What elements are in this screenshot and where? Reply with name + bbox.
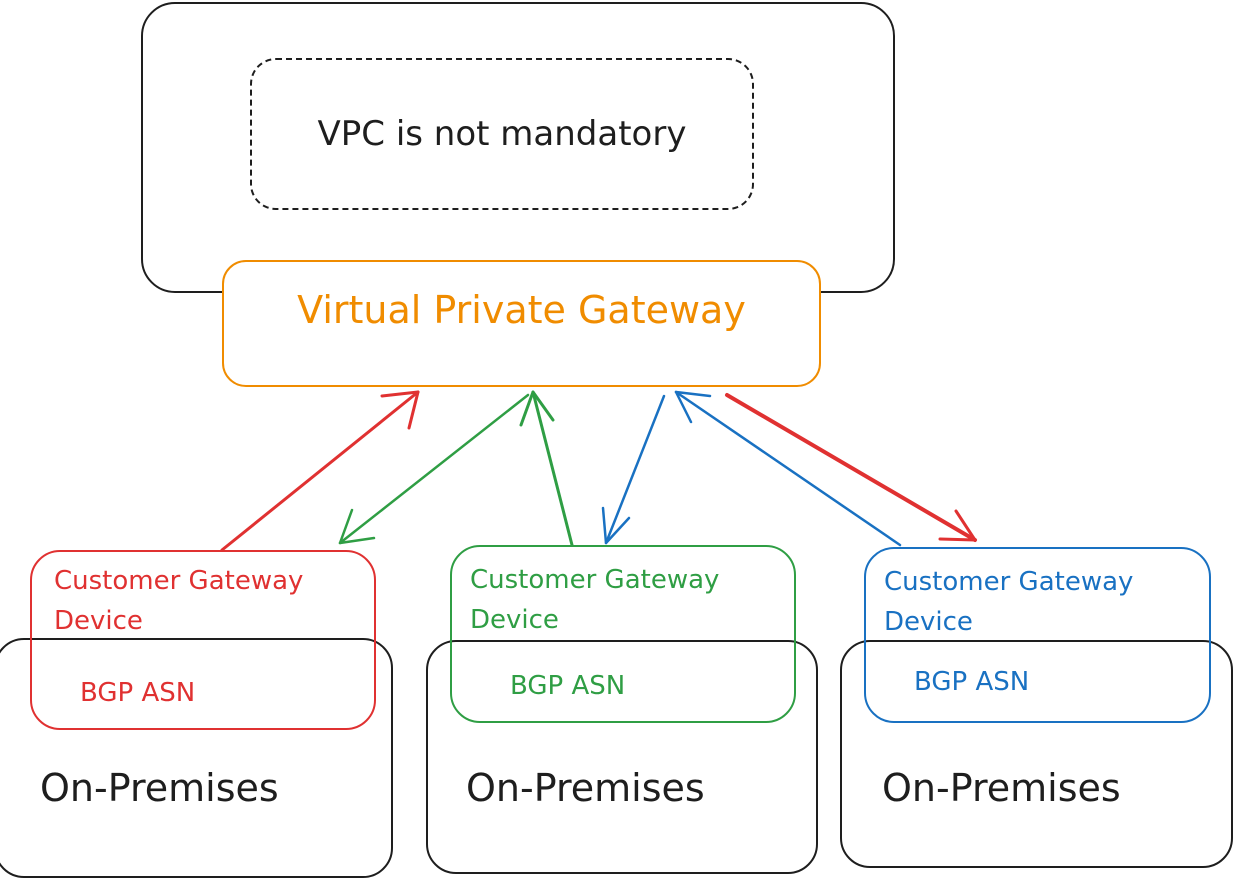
arrow-blue-to-gateway-head xyxy=(674,390,712,424)
arrow-blue-to-customer-2-head xyxy=(601,506,631,545)
customer-gateway-label-2: Customer Gateway Device xyxy=(470,565,720,635)
customer-gateway-box-1 xyxy=(30,550,376,730)
bgp-asn-label-3: BGP ASN xyxy=(914,667,1030,697)
arrow-red-to-customer-3 xyxy=(725,393,977,542)
customer-gateway-label-1: Customer Gateway Device xyxy=(54,566,304,636)
on-premises-box-3 xyxy=(840,640,1233,868)
customer-gateway-label-3: Customer Gateway Device xyxy=(884,567,1134,637)
arrow-red-to-gateway-head xyxy=(380,390,420,430)
on-premises-label-3: On-Premises xyxy=(882,766,1121,810)
bgp-asn-label-1: BGP ASN xyxy=(80,678,196,708)
on-premises-label-2: On-Premises xyxy=(466,766,705,810)
virtual-private-gateway-box xyxy=(222,260,821,387)
vpc-note-text: VPC is not mandatory xyxy=(317,114,687,154)
customer-gateway-box-3 xyxy=(864,547,1211,723)
arrow-red-to-gateway xyxy=(220,390,420,552)
on-premises-box-2 xyxy=(426,640,818,874)
arrow-green-to-gateway-head xyxy=(519,390,555,427)
arrow-green-to-customer-1 xyxy=(338,393,530,545)
arrow-blue-to-customer-2 xyxy=(604,394,666,545)
virtual-private-gateway-label: Virtual Private Gateway xyxy=(297,288,746,332)
arrow-green-to-gateway xyxy=(531,390,574,547)
arrow-red-to-customer-3-head xyxy=(938,509,977,542)
arrow-green-to-customer-1-head xyxy=(338,508,376,545)
arrow-blue-to-gateway xyxy=(674,390,902,547)
bgp-asn-label-2: BGP ASN xyxy=(510,671,626,701)
customer-gateway-box-2 xyxy=(450,545,796,723)
vpc-note-box xyxy=(250,58,754,210)
on-premises-label-1: On-Premises xyxy=(40,766,279,810)
